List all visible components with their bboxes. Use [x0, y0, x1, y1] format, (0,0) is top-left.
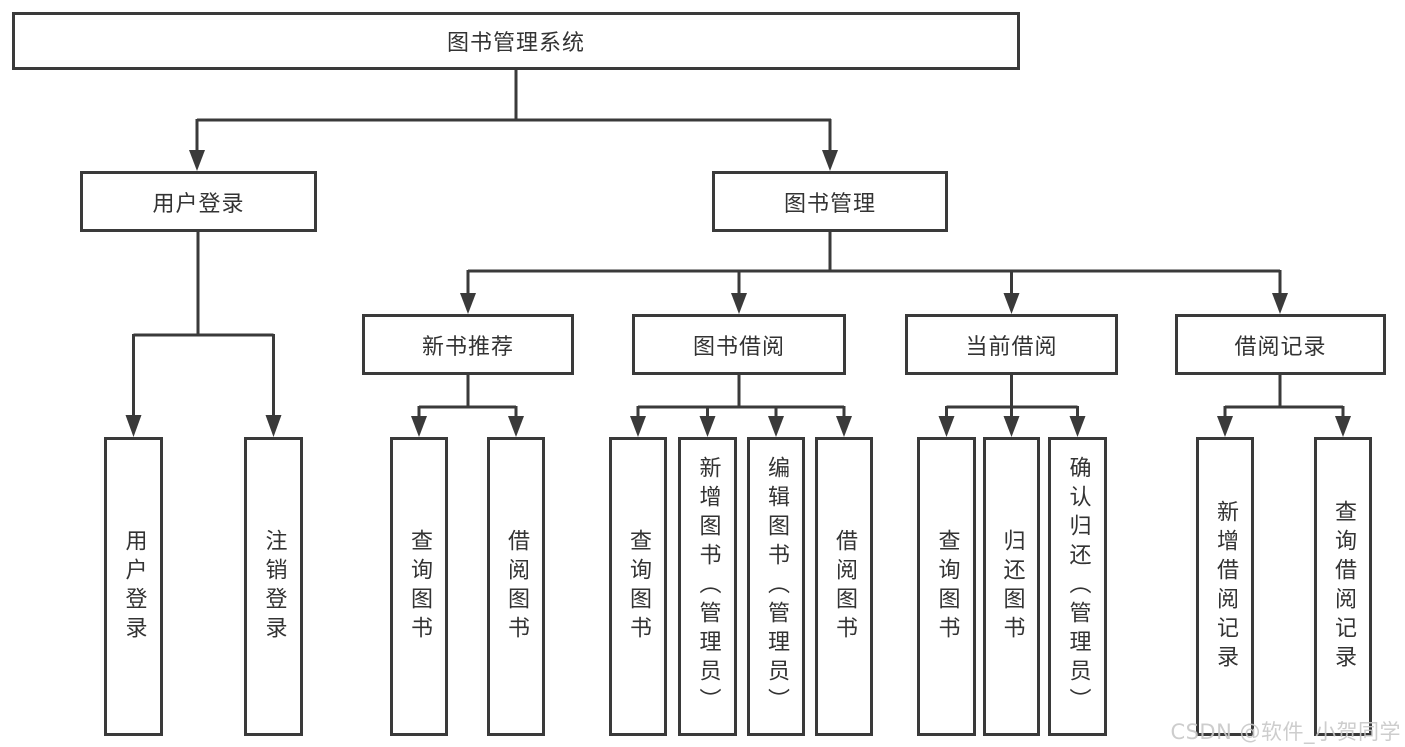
leaf-confirm-return-admin-label: 确认归还（管理员） [1065, 456, 1091, 717]
leaf-edit-books-admin-label: 编辑图书（管理员） [764, 456, 789, 717]
leaf-user-login: 用户登录 [104, 437, 163, 736]
leaf-logout: 注销登录 [244, 437, 303, 736]
node-book-management: 图书管理 [712, 171, 948, 232]
leaf-return-books-label: 归还图书 [999, 528, 1025, 645]
leaf-borrow-books-label: 借阅图书 [832, 528, 857, 645]
leaf-query-books-recommend-label: 查询图书 [407, 528, 432, 645]
node-current-borrow: 当前借阅 [905, 314, 1118, 375]
leaf-add-books-admin: 新增图书（管理员） [678, 437, 737, 736]
leaf-confirm-return-admin: 确认归还（管理员） [1048, 437, 1107, 736]
leaf-borrow-books-recommend-label: 借阅图书 [504, 528, 529, 645]
leaf-query-books-current: 查询图书 [917, 437, 976, 736]
leaf-query-borrow-record: 查询借阅记录 [1314, 437, 1372, 736]
node-new-book-recommend: 新书推荐 [362, 314, 574, 375]
leaf-query-books-recommend: 查询图书 [390, 437, 448, 736]
leaf-query-borrow-record-label: 查询借阅记录 [1331, 499, 1356, 674]
leaf-logout-label: 注销登录 [261, 528, 287, 645]
node-user-login: 用户登录 [80, 171, 317, 232]
leaf-add-borrow-record: 新增借阅记录 [1196, 437, 1254, 736]
csdn-watermark: CSDN @软件_小贺同学 [1170, 720, 1401, 744]
leaf-return-books: 归还图书 [983, 437, 1040, 736]
leaf-query-books-borrow-label: 查询图书 [626, 528, 651, 645]
arrowheads [125, 150, 1351, 437]
leaf-query-books-borrow: 查询图书 [609, 437, 667, 736]
leaf-borrow-books: 借阅图书 [815, 437, 873, 736]
leaf-query-books-current-label: 查询图书 [934, 528, 960, 645]
leaf-user-login-label: 用户登录 [121, 528, 147, 645]
leaf-add-books-admin-label: 新增图书（管理员） [695, 456, 721, 717]
leaf-add-borrow-record-label: 新增借阅记录 [1213, 499, 1238, 674]
node-book-borrow: 图书借阅 [632, 314, 846, 375]
node-root-system: 图书管理系统 [12, 12, 1020, 70]
leaf-borrow-books-recommend: 借阅图书 [487, 437, 545, 736]
node-borrow-records: 借阅记录 [1175, 314, 1386, 375]
leaf-edit-books-admin: 编辑图书（管理员） [747, 437, 805, 736]
